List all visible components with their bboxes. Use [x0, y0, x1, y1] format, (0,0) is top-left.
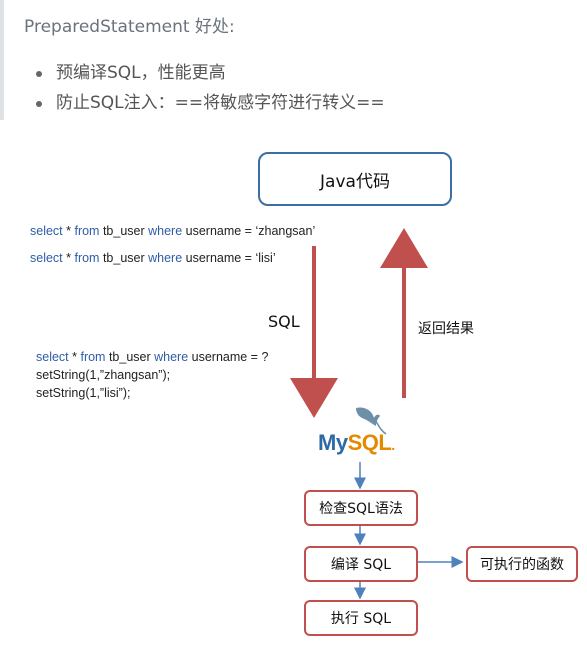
dolphin-icon — [356, 407, 387, 435]
return-label: 返回结果 — [418, 321, 474, 337]
prepared-query: select * from tb_user where username = ? — [36, 350, 269, 364]
benefit-item: 预编译SQL，性能更高 — [36, 58, 385, 88]
quote-bar — [0, 0, 4, 120]
preparedstatement-note: PreparedStatement 好处: 预编译SQL，性能更高 防止SQL注… — [0, 0, 587, 128]
note-title: PreparedStatement 好处: — [24, 17, 235, 37]
query-lisi: select * from tb_user where username = ‘… — [30, 251, 276, 265]
mysql-logo-dot: . — [391, 437, 395, 453]
query-zhangsan: select * from tb_user where username = ‘… — [30, 224, 316, 238]
benefit-item: 防止SQL注入：==将敏感字符进行转义== — [36, 88, 385, 118]
benefits-list: 预编译SQL，性能更高 防止SQL注入：==将敏感字符进行转义== — [36, 58, 385, 118]
mysql-logo: MySQL. — [316, 404, 396, 458]
compile-sql-box: 编译 SQL — [304, 546, 418, 582]
check-sql-syntax-box: 检查SQL语法 — [304, 490, 418, 526]
set-string-lisi: setString(1,”lisi”); — [36, 386, 131, 400]
execute-sql-box: 执行 SQL — [304, 600, 418, 636]
set-string-zhangsan: setString(1,”zhangsan”); — [36, 368, 171, 382]
sql-label: SQL — [268, 312, 300, 331]
executable-function-box: 可执行的函数 — [466, 546, 578, 582]
java-code-box: Java代码 — [258, 152, 452, 206]
mysql-logo-my: My — [318, 430, 348, 455]
mysql-logo-sql: SQL — [347, 430, 392, 455]
